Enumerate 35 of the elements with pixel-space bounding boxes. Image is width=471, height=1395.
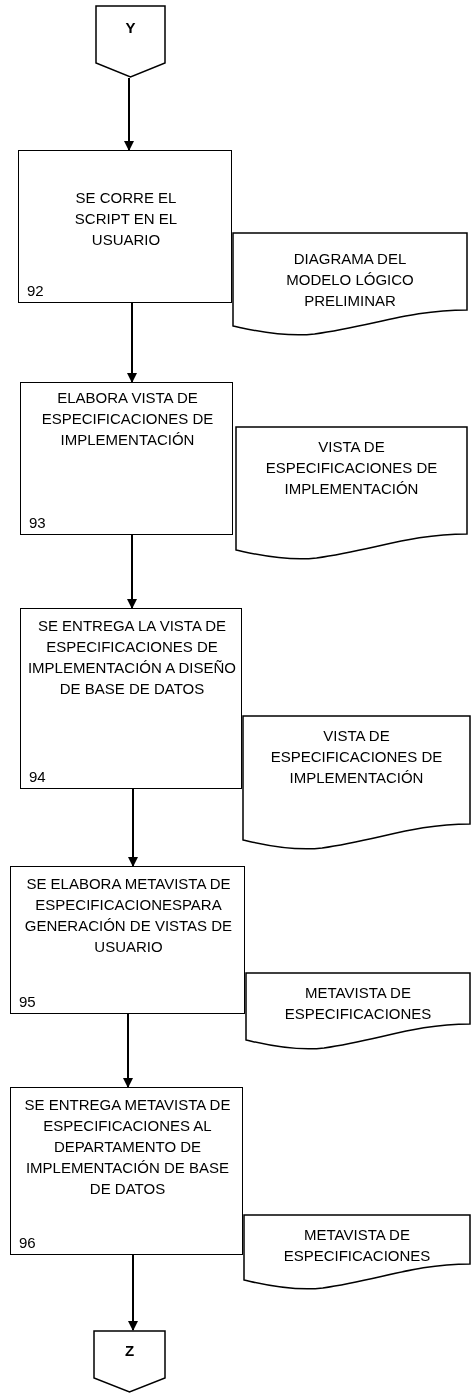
step-text: SE ENTREGA METAVISTA DE ESPECIFICACIONES AL DEPARTAMENTO DE IMPLEMENTACIÓN DE BASE DE DATOS — [23, 1095, 232, 1199]
document-shape — [245, 972, 471, 1050]
connector-label: Z — [123, 1341, 136, 1361]
connector-label: Y — [124, 18, 137, 38]
process-box — [10, 1087, 243, 1255]
arrow — [128, 788, 138, 867]
step-text: SE CORRE EL SCRIPT EN EL USUARIO — [73, 188, 179, 250]
document-shape — [235, 426, 468, 560]
step-text: SE ELABORA METAVISTA DE ESPECIFICACIONESPARA GENERACIÓN DE VISTAS DE USUARIO — [23, 874, 234, 957]
process-box — [20, 608, 242, 789]
off-page-connector — [95, 5, 166, 78]
step-text: SE ENTREGA LA VISTA DE ESPECIFICACIONES DE IMPLEMENTACIÓN A DISEÑO DE BASE DE DATOS — [27, 616, 237, 699]
step-text: METAVISTA DE ESPECIFICACIONES — [282, 1225, 432, 1266]
process-box — [18, 150, 232, 303]
step-number: 92 — [27, 282, 44, 300]
document-shape — [232, 232, 468, 336]
arrow — [123, 1013, 133, 1088]
document-shape — [242, 715, 471, 850]
step-number: 96 — [19, 1234, 36, 1252]
step-number: 94 — [29, 768, 46, 786]
step-text: VISTA DE ESPECIFICACIONES DE IMPLEMENTACIÓN — [269, 726, 444, 788]
off-page-connector — [93, 1330, 166, 1393]
step-text: DIAGRAMA DEL MODELO LÓGICO PRELIMINAR — [285, 249, 415, 311]
step-text: VISTA DE ESPECIFICACIONES DE IMPLEMENTACIÓN — [264, 437, 439, 499]
step-text: METAVISTA DE ESPECIFICACIONES — [283, 983, 433, 1024]
step-number: 93 — [29, 514, 46, 532]
arrow — [128, 1254, 138, 1331]
document-shape — [243, 1214, 471, 1290]
step-number: 95 — [19, 993, 36, 1011]
step-text: ELABORA VISTA DE ESPECIFICACIONES DE IMPLEMENTACIÓN — [40, 388, 215, 450]
process-box — [10, 866, 245, 1014]
process-box — [20, 382, 233, 535]
arrow — [127, 534, 137, 609]
arrow — [124, 77, 134, 151]
arrow — [127, 302, 137, 383]
